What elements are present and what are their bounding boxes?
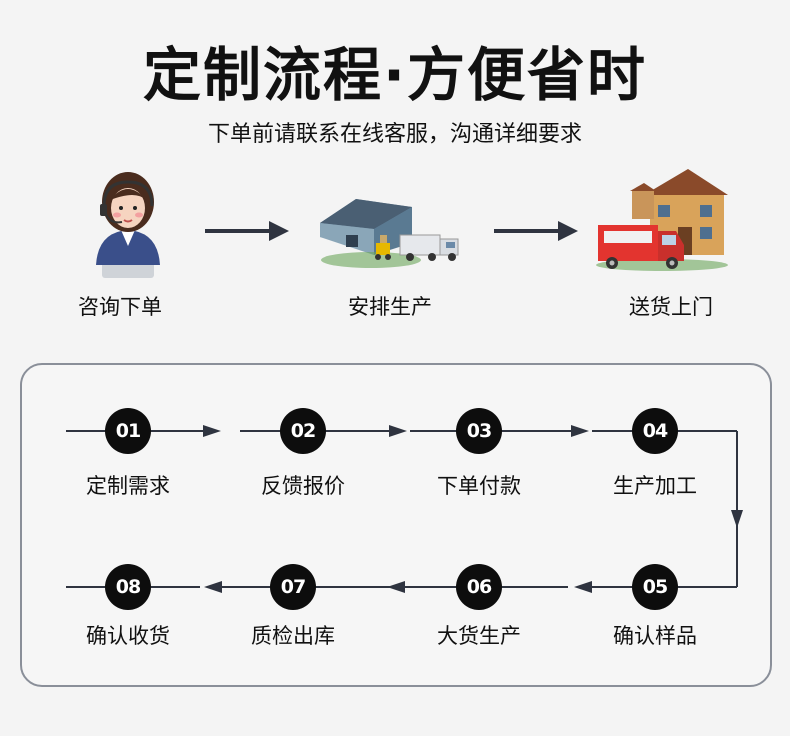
arrow-left-icon: [574, 581, 592, 593]
step-number-05: 05: [632, 564, 678, 610]
arrow-right-icon: [203, 425, 221, 437]
step-number-02: 02: [280, 408, 326, 454]
arrow-left-icon: [387, 581, 405, 593]
step-label-bulk-production: 大货生产: [437, 624, 521, 648]
step-number-06: 06: [456, 564, 502, 610]
step-number-03: 03: [456, 408, 502, 454]
page-subtitle: 下单前请联系在线客服，沟通详细要求: [207, 122, 582, 147]
step-label-delivery: 送货上门: [629, 295, 713, 319]
step-number-08: 08: [105, 564, 151, 610]
page-title: 定制流程·方便省时: [142, 41, 648, 109]
factory-truck-icon: [320, 199, 459, 268]
step-label-confirm-sample: 确认样品: [613, 624, 697, 648]
delivery-house-icon: [596, 169, 728, 271]
step-label-confirm-receipt: 确认收货: [86, 624, 170, 648]
customer-service-agent-icon: [96, 172, 160, 278]
step-label-production: 安排生产: [348, 295, 432, 319]
step-label-quality-check: 质检出库: [251, 624, 335, 648]
step-number-04: 04: [632, 408, 678, 454]
arrow-right-icon: [494, 221, 578, 241]
step-label-order-payment: 下单付款: [437, 474, 521, 498]
step-number-01: 01: [105, 408, 151, 454]
step-label-processing: 生产加工: [613, 474, 697, 498]
arrow-down-icon: [731, 510, 743, 528]
step-label-quote-feedback: 反馈报价: [261, 474, 345, 498]
arrow-right-icon: [389, 425, 407, 437]
step-label-custom-requirements: 定制需求: [86, 474, 170, 498]
step-number-07: 07: [270, 564, 316, 610]
arrow-left-icon: [204, 581, 222, 593]
step-label-consult: 咨询下单: [78, 295, 162, 319]
arrow-right-icon: [205, 221, 289, 241]
arrow-right-icon: [571, 425, 589, 437]
